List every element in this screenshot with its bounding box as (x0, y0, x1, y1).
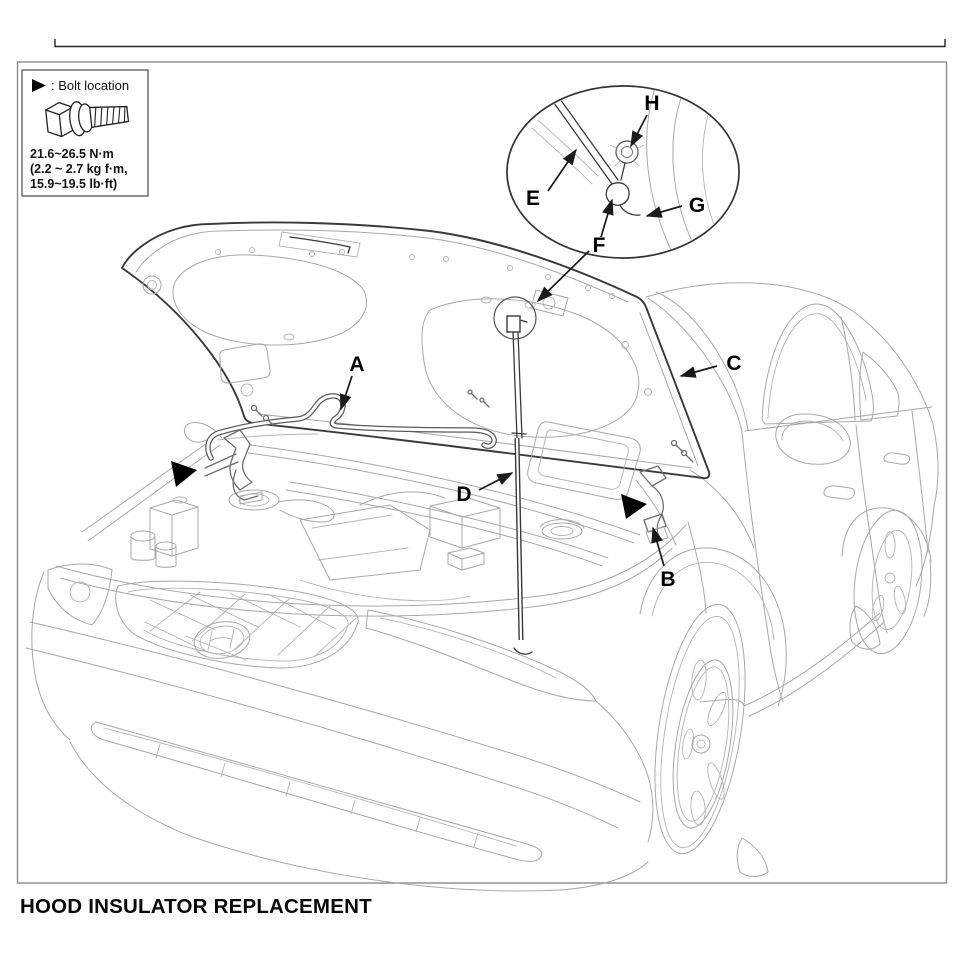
rear-wheel (841, 507, 932, 655)
legend-box: : Bolt location 21.6~26.5 N·m (2.2 ~ 2.7… (21, 69, 149, 197)
bolt-location-marker-left (171, 461, 197, 487)
front-door-handle (823, 485, 855, 500)
section-title: HOOD INSULATOR REPLACEMENT (20, 895, 372, 918)
callout-label-c: C (726, 352, 741, 375)
callout-label-h: H (644, 92, 659, 115)
legend-marker-label: : Bolt location (51, 78, 129, 93)
callout-arrow-e (547, 148, 577, 192)
callout-label-g: G (689, 194, 705, 217)
torque-line-1: 21.6~26.5 N·m (30, 147, 114, 161)
callout-arrow-a (339, 375, 353, 411)
callout-label-b: B (660, 568, 675, 591)
grille-mesh (144, 591, 357, 661)
bolt-location-marker-icon (32, 79, 46, 92)
callout-arrow-c (679, 365, 718, 378)
torque-line-2: (2.2 ~ 2.7 kg f·m, (30, 162, 128, 176)
hood-panel (121, 221, 711, 500)
rod-clip-highlight-circle (493, 296, 537, 340)
callout-label-a: A (349, 353, 364, 376)
inset-detail: E F G H (506, 85, 740, 259)
front-fascia-drawing (25, 524, 687, 892)
inset-pointer-arrow (536, 250, 590, 303)
bolt-icon (45, 101, 130, 138)
right-hood-hinge (467, 389, 694, 544)
left-hood-hinge (204, 404, 275, 505)
callout-label-f: F (593, 234, 606, 257)
torque-line-3: 15.9~19.5 lb·ft) (30, 177, 117, 191)
page-top-rule (54, 39, 946, 48)
rear-door-handle (883, 452, 911, 465)
engine-bay-drawing (130, 422, 677, 602)
hyundai-logo (193, 621, 251, 659)
callout-label-e: E (526, 187, 540, 210)
callout-label-d: D (456, 483, 471, 506)
callout-arrow-b (651, 526, 665, 567)
front-wheel (654, 603, 746, 855)
hood-weatherstrip (205, 393, 497, 461)
callout-arrow-d (478, 472, 514, 491)
callout-arrow-f (600, 198, 614, 238)
figure-border (16, 61, 948, 884)
hood-stay-rod (506, 315, 533, 655)
callout-arrow-h (630, 114, 648, 148)
bolt-location-marker-right (621, 494, 647, 519)
hood-holes (215, 247, 652, 396)
callout-arrow-g (645, 205, 683, 218)
car-body-drawing (81, 282, 939, 877)
